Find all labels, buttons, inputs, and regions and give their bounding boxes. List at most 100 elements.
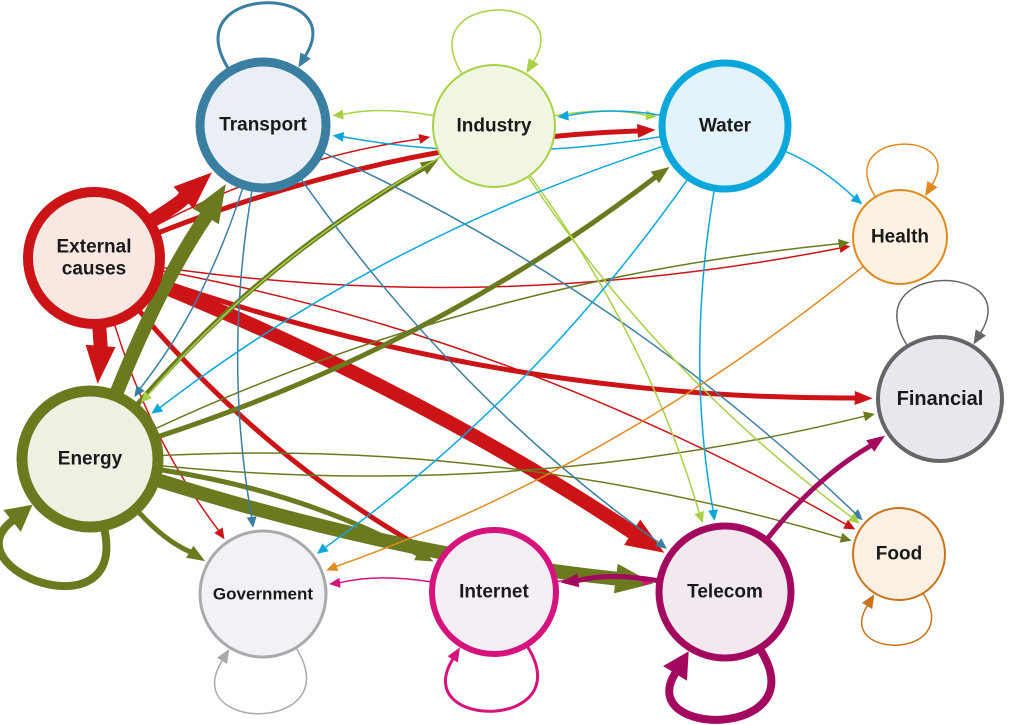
arrowhead-industry-to-energy (140, 391, 152, 403)
node-circle-industry (432, 64, 556, 188)
arrowhead-transport-to-food (851, 509, 863, 521)
arrowhead-external-to-energy (85, 344, 116, 384)
edge-water-to-telecom (698, 190, 715, 511)
edge-energy-to-transport (110, 209, 213, 398)
arrowhead-energy-to-food (839, 532, 852, 543)
edge-external-to-internet (137, 309, 424, 550)
edge-energy-to-government (137, 510, 193, 555)
node-label-government: Government (213, 585, 313, 604)
node-label-external: causes (62, 258, 126, 279)
self-loop-transport (216, 1, 315, 69)
self-loop-arrowhead-telecom (663, 651, 689, 681)
node-circle-energy (16, 385, 164, 533)
arrowhead-energy-to-financial (863, 411, 875, 422)
edge-transport-to-government (236, 190, 253, 518)
node-circle-external (23, 187, 165, 329)
self-loop-arrowhead-food (862, 594, 875, 610)
edge-health-to-government (335, 266, 864, 568)
arrowhead-industry-to-water (645, 110, 657, 121)
arrowhead-energy-to-internet (414, 547, 434, 562)
self-loop-government (213, 648, 307, 715)
node-circle-government (198, 529, 328, 659)
arrowhead-telecom-to-financial (866, 435, 885, 452)
edge-industry-to-transport (342, 109, 434, 117)
arrowhead-telecom-to-internet (560, 573, 580, 588)
node-label-financial: Financial (897, 388, 984, 410)
edge-external-to-food (163, 270, 847, 525)
arrowhead-external-to-transport (173, 172, 212, 209)
self-loops-layer (0, 1, 989, 724)
arrowhead-energy-to-health (838, 238, 850, 249)
node-water: Water (658, 59, 792, 193)
node-government: Government (198, 529, 328, 659)
edge-transport-to-telecom (301, 179, 659, 543)
edge-water-to-energy (159, 145, 663, 409)
edge-industry-to-telecom (529, 175, 700, 514)
node-circle-transport (195, 57, 331, 193)
node-label-telecom: Telecom (687, 582, 763, 603)
edge-energy-to-health (155, 243, 840, 429)
edge-energy-to-internet (160, 467, 420, 557)
self-loop-arrowhead-health (925, 181, 938, 197)
node-label-external: External (57, 237, 132, 258)
node-label-water: Water (699, 116, 752, 137)
arrowhead-energy-to-water (650, 167, 670, 184)
node-circle-water (658, 59, 792, 193)
node-food: Food (852, 507, 946, 601)
arrowhead-water-to-government (316, 543, 329, 554)
arrowhead-external-to-water (637, 124, 656, 138)
arrowhead-energy-to-industry (419, 159, 439, 175)
self-loop-arrowhead-financial (973, 329, 986, 345)
node-transport: Transport (195, 57, 331, 193)
edge-external-to-transport (146, 190, 191, 227)
arrowhead-industry-to-telecom (694, 511, 704, 524)
node-circle-internet (429, 527, 559, 657)
self-loop-health (866, 143, 939, 197)
edges-layer (85, 109, 885, 594)
edge-water-to-health (785, 151, 855, 198)
node-label-transport: Transport (219, 115, 307, 136)
self-loop-arrowhead-internet (447, 647, 460, 663)
edge-water-to-industry (567, 110, 661, 117)
arrowhead-external-to-industry (418, 134, 431, 144)
node-internet: Internet (429, 527, 559, 657)
arrowhead-external-to-financial (854, 391, 873, 405)
self-loop-energy (0, 516, 111, 591)
arrowhead-internet-to-government (329, 577, 341, 588)
node-financial: Financial (876, 335, 1004, 463)
node-circle-food (852, 507, 946, 601)
edge-transport-to-food (323, 152, 856, 514)
node-energy: Energy (16, 385, 164, 533)
edge-industry-to-energy (147, 156, 442, 396)
arrowhead-external-to-telecom (624, 519, 665, 553)
arrowhead-energy-to-transport (193, 184, 226, 225)
arrowhead-health-to-government (326, 561, 339, 571)
edge-external-to-financial (158, 278, 858, 401)
edge-water-to-government (324, 179, 688, 548)
self-loop-telecom (665, 647, 776, 724)
node-circle-health (852, 189, 948, 285)
edge-telecom-to-internet (575, 574, 659, 583)
arrowhead-water-to-transport (332, 132, 345, 142)
arrowhead-external-to-food (843, 519, 856, 530)
arrowhead-water-to-industry (557, 110, 569, 121)
node-telecom: Telecom (655, 522, 795, 662)
arrowhead-transport-to-energy (134, 385, 145, 398)
arrowhead-industry-to-food (848, 512, 860, 524)
arrowhead-external-to-government (214, 527, 225, 540)
self-loop-industry (451, 9, 542, 74)
node-label-health: Health (871, 227, 929, 248)
arrowhead-water-to-telecom (708, 509, 718, 521)
node-label-internet: Internet (459, 582, 529, 603)
edge-external-to-health (163, 247, 841, 289)
edge-internet-to-government (339, 577, 431, 584)
self-loop-arrowhead-transport (298, 52, 311, 68)
node-industry: Industry (432, 64, 556, 188)
edge-energy-to-financial (162, 415, 865, 477)
edge-external-to-telecom (152, 278, 640, 540)
arrowhead-industry-to-transport (332, 109, 344, 120)
